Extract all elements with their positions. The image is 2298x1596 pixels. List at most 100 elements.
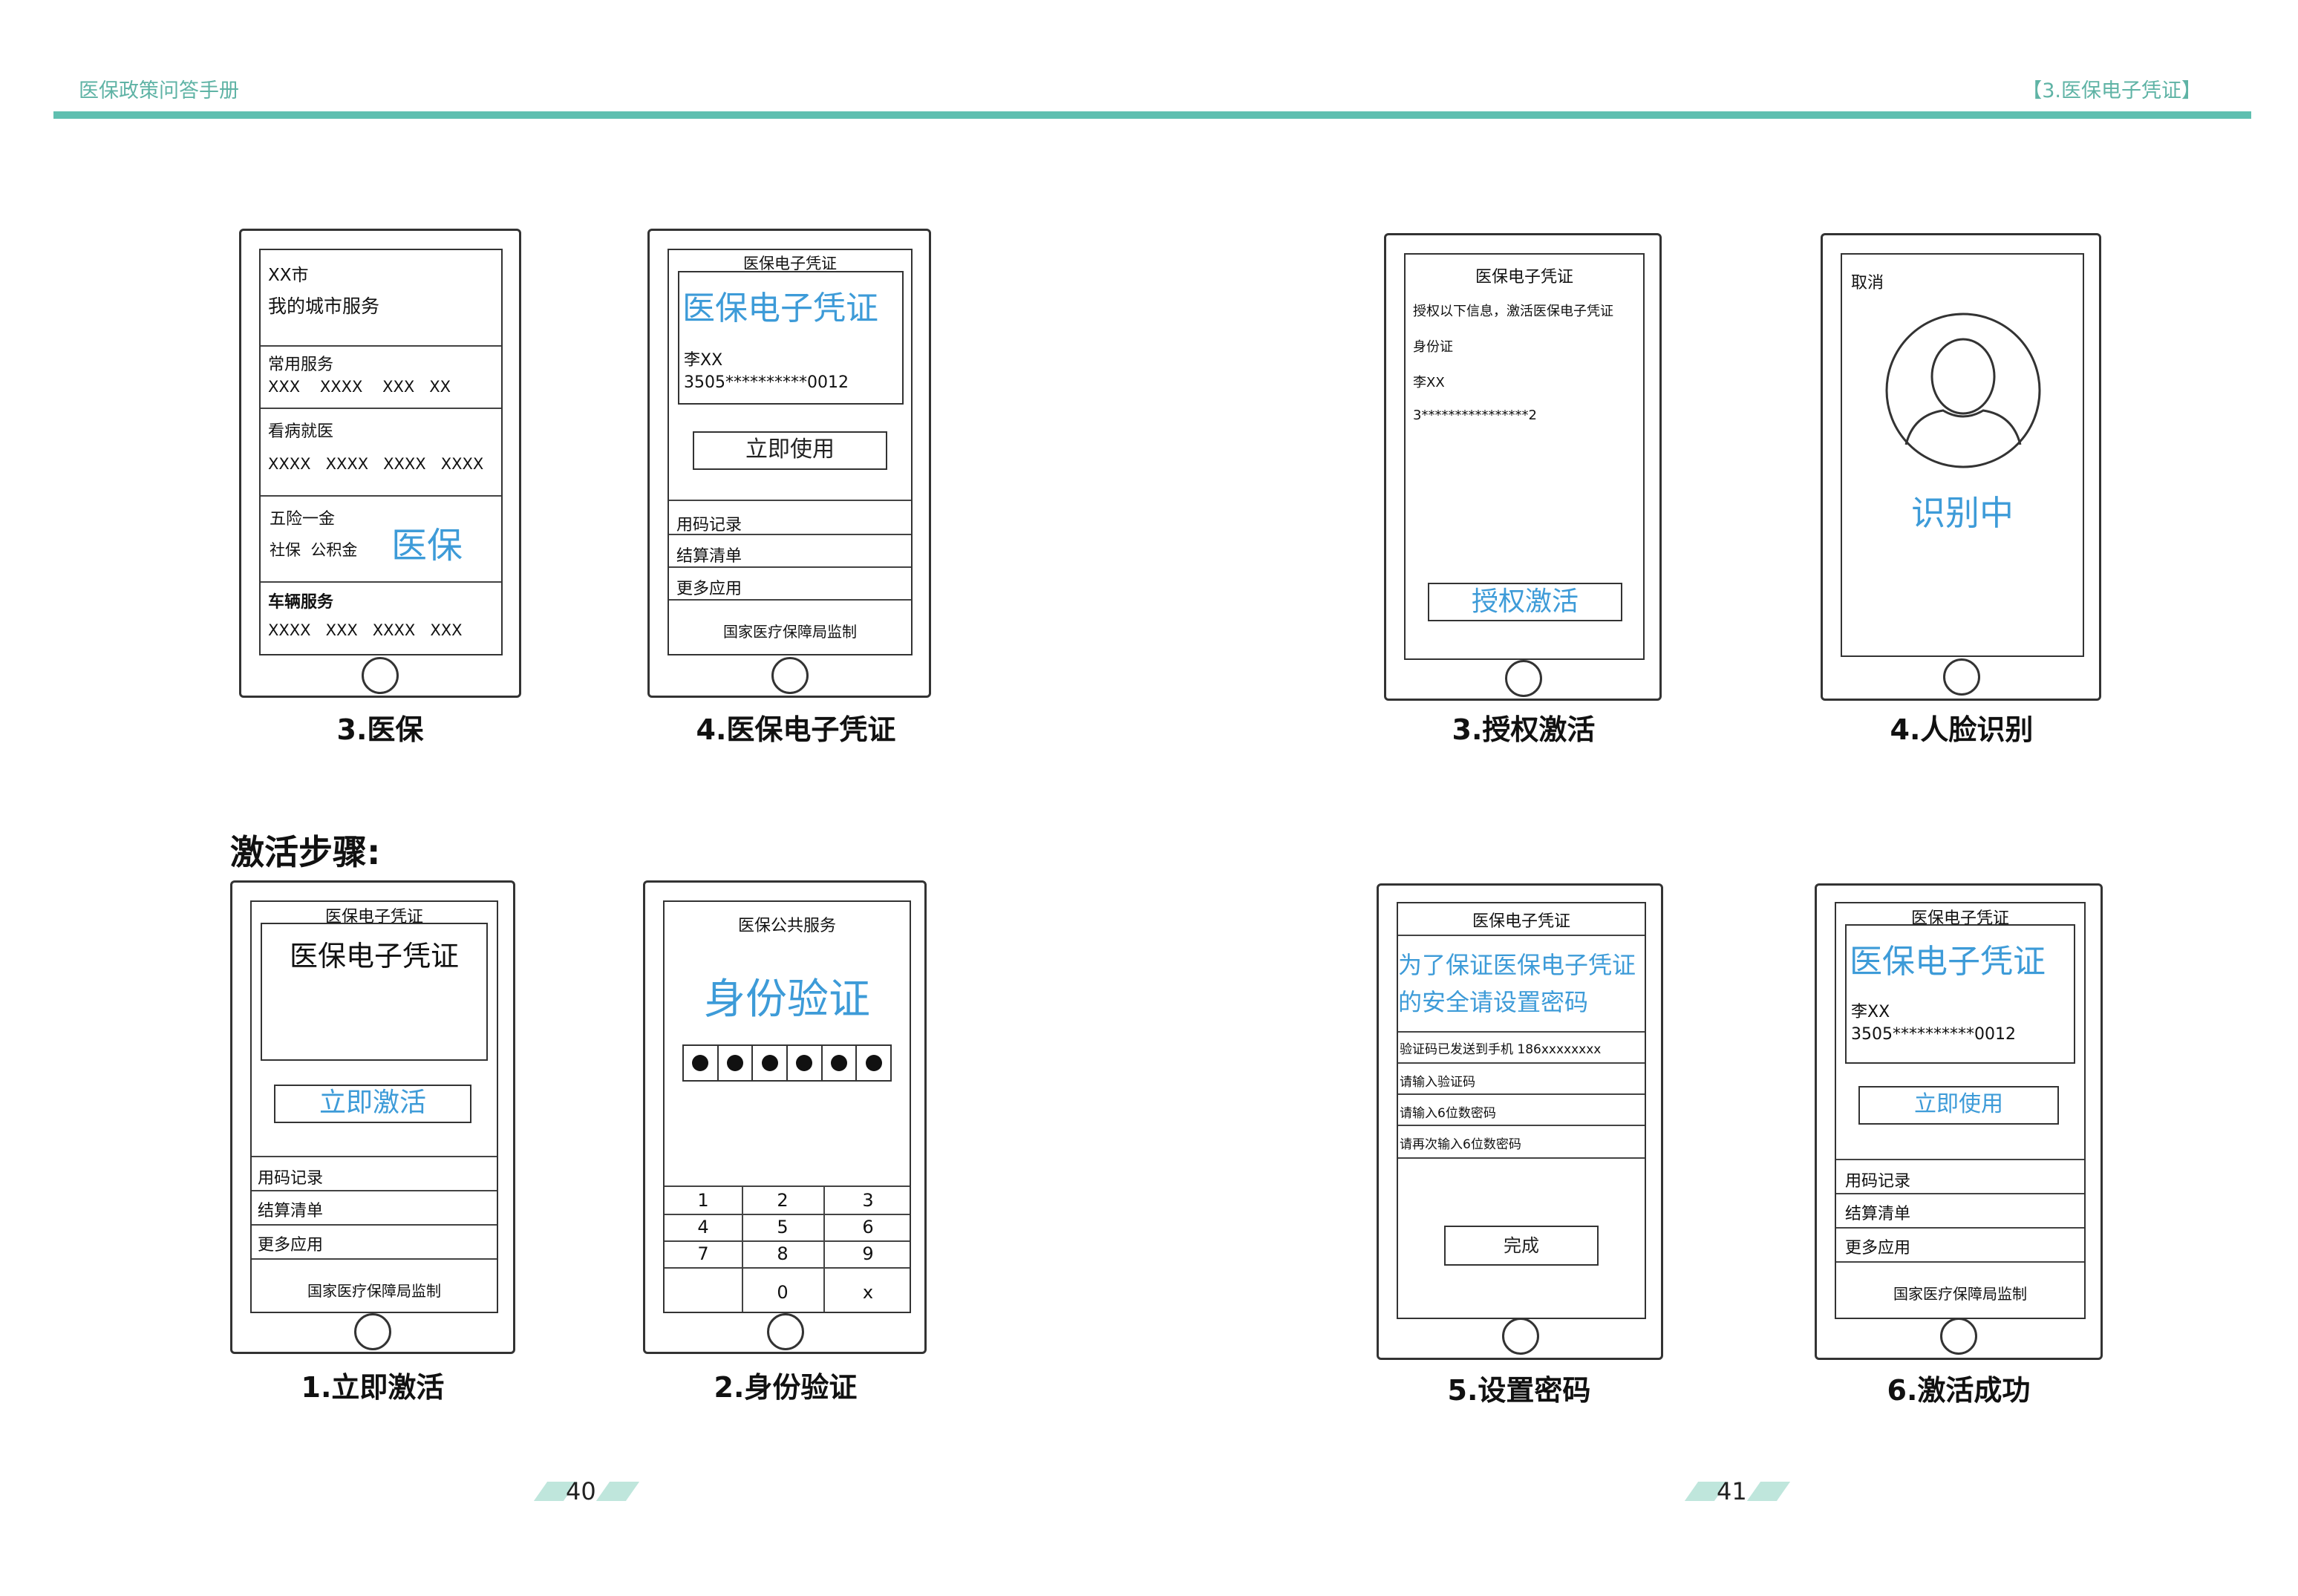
group-medical-title: 看病就医 [268, 422, 334, 441]
menu-code-records[interactable]: 用码记录 [258, 1169, 324, 1188]
verify-heading: 身份验证 [704, 975, 870, 1024]
key-0[interactable]: 0 [777, 1282, 789, 1303]
caption-step: 4.医保电子凭证 [696, 713, 896, 746]
sms-sent-notice: 验证码已发送到手机 186xxxxxxxx [1400, 1042, 1602, 1057]
home-button[interactable] [771, 657, 809, 694]
card-id: 3505**********0012 [1851, 1025, 2016, 1044]
phone-screen: 医保电子凭证 医保电子凭证 李XX 3505**********0012 立即使… [667, 249, 913, 655]
auth-notice: 授权以下信息，激活医保电子凭证 [1413, 304, 1613, 319]
cancel-link[interactable]: 取消 [1851, 274, 1884, 292]
menu-code-records[interactable]: 用码记录 [1845, 1172, 1911, 1191]
page-number-decoration [1746, 1482, 1791, 1501]
screen-title: 医保电子凭证 [1475, 268, 1573, 287]
complete-button[interactable]: 完成 [1444, 1226, 1599, 1266]
phone-set-password: 医保电子凭证 为了保证医保电子凭证 的安全请设置密码 验证码已发送到手机 186… [1377, 883, 1663, 1360]
pin-dot [823, 1046, 858, 1080]
key-4[interactable]: 4 [697, 1217, 709, 1237]
menu-settlement-list[interactable]: 结算清单 [1845, 1205, 1911, 1223]
phone-authorize: 医保电子凭证 授权以下信息，激活医保电子凭证 身份证 李XX 3********… [1384, 233, 1662, 701]
activate-now-button[interactable]: 立即激活 [274, 1085, 471, 1123]
key-9[interactable]: 9 [862, 1243, 874, 1264]
auth-id-type: 身份证 [1413, 339, 1453, 355]
caption-step: 3.医保 [336, 713, 424, 746]
pin-input[interactable] [682, 1044, 892, 1082]
pin-dot [719, 1046, 754, 1080]
verification-code-field[interactable]: 请输入验证码 [1400, 1075, 1475, 1090]
menu-more-apps[interactable]: 更多应用 [1845, 1239, 1911, 1257]
recognition-status: 识别中 [1911, 493, 2014, 533]
menu-more-apps[interactable]: 更多应用 [676, 580, 742, 598]
password-field[interactable]: 请输入6位数密码 [1400, 1106, 1496, 1121]
menu-more-apps[interactable]: 更多应用 [258, 1236, 324, 1255]
caption-step: 3.授权激活 [1452, 713, 1596, 746]
menu-settlement-list[interactable]: 结算清单 [258, 1202, 324, 1220]
password-heading-2: 的安全请设置密码 [1398, 988, 1589, 1016]
caption-step: 5.设置密码 [1447, 1374, 1591, 1407]
home-button[interactable] [1505, 660, 1542, 697]
phone-activate-now: 医保电子凭证 医保电子凭证 立即激活 用码记录 结算清单 更多应用 国家医疗保障… [230, 880, 515, 1354]
auth-id-number: 3****************2 [1413, 408, 1537, 423]
use-now-button[interactable]: 立即使用 [693, 431, 887, 470]
city-label: XX市 [268, 266, 309, 285]
group-insurance-items[interactable]: 社保 公积金 [270, 541, 358, 559]
voucher-card: 医保电子凭证 李XX 3505**********0012 [1845, 924, 2075, 1064]
group-vehicle-items[interactable]: XXXX XXX XXXX XXX [268, 621, 463, 639]
group-insurance-title: 五险一金 [270, 510, 336, 529]
home-button[interactable] [1940, 1318, 1977, 1355]
card-title: 医保电子凭证 [1850, 943, 2046, 981]
key-3[interactable]: 3 [862, 1190, 874, 1211]
use-now-button[interactable]: 立即使用 [1858, 1086, 2059, 1125]
key-1[interactable]: 1 [697, 1190, 709, 1211]
caption-step: 1.立即激活 [301, 1371, 445, 1404]
group-vehicle-title: 车辆服务 [268, 593, 334, 612]
header-title: 医保政策问答手册 [79, 79, 239, 102]
key-8[interactable]: 8 [777, 1243, 789, 1264]
phone-city-service: XX市 我的城市服务 常用服务 XXX XXXX XXX XX 看病就医 XXX… [239, 229, 521, 698]
phone-screen: 医保电子凭证 医保电子凭证 立即激活 用码记录 结算清单 更多应用 国家医疗保障… [250, 900, 498, 1313]
page-number-decoration [595, 1482, 640, 1501]
voucher-card: 医保电子凭证 [261, 923, 488, 1061]
phone-screen: XX市 我的城市服务 常用服务 XXX XXXX XXX XX 看病就医 XXX… [259, 249, 503, 655]
caption-step: 4.人脸识别 [1890, 713, 2034, 746]
pin-dot [857, 1046, 890, 1080]
phone-face-recognition: 取消 识别中 [1821, 233, 2101, 701]
key-6[interactable]: 6 [862, 1217, 874, 1237]
pin-dot [753, 1046, 789, 1080]
caption-step: 6.激活成功 [1887, 1374, 2031, 1407]
pin-dot [788, 1046, 823, 1080]
card-title: 医保电子凭证 [289, 940, 459, 972]
medical-insurance-link[interactable]: 医保 [391, 525, 463, 566]
confirm-password-field[interactable]: 请再次输入6位数密码 [1400, 1137, 1521, 1152]
phone-screen: 取消 识别中 [1841, 253, 2084, 657]
numeric-keypad: 1 2 3 4 5 6 7 8 9 0 x [665, 1185, 910, 1312]
key-5[interactable]: 5 [777, 1217, 789, 1237]
card-name: 李XX [1851, 1003, 1890, 1021]
menu-code-records[interactable]: 用码记录 [676, 516, 742, 534]
key-7[interactable]: 7 [697, 1243, 709, 1264]
page-number-left: 40 [566, 1477, 596, 1505]
section-title: 激活步骤: [230, 832, 381, 872]
screen-title: 医保电子凭证 [743, 255, 837, 272]
card-name: 李XX [684, 351, 723, 370]
auth-name: 李XX [1413, 375, 1445, 390]
key-delete[interactable]: x [862, 1282, 874, 1303]
menu-settlement-list[interactable]: 结算清单 [676, 547, 742, 566]
phone-e-voucher: 医保电子凭证 医保电子凭证 李XX 3505**********0012 立即使… [647, 229, 931, 698]
phone-screen: 医保电子凭证 为了保证医保电子凭证 的安全请设置密码 验证码已发送到手机 186… [1397, 902, 1646, 1319]
home-button[interactable] [354, 1313, 391, 1350]
phone-identity-verify: 医保公共服务 身份验证 1 2 3 4 5 6 7 8 9 0 x [643, 880, 927, 1354]
group-common-items[interactable]: XXX XXXX XXX XX [268, 378, 451, 396]
home-button[interactable] [1943, 658, 1980, 696]
group-medical-items[interactable]: XXXX XXXX XXXX XXXX [268, 455, 484, 473]
home-button[interactable] [362, 657, 399, 694]
caption-step: 2.身份验证 [714, 1371, 858, 1404]
screen-title: 医保电子凭证 [1472, 912, 1570, 931]
page-number-right: 41 [1717, 1477, 1747, 1505]
home-button[interactable] [1502, 1318, 1539, 1355]
key-2[interactable]: 2 [777, 1190, 789, 1211]
card-id: 3505**********0012 [684, 373, 849, 392]
header-chapter: 【3.医保电子凭证】 [2022, 79, 2201, 102]
home-button[interactable] [767, 1313, 804, 1350]
authorize-activate-button[interactable]: 授权激活 [1428, 583, 1622, 621]
group-common-title: 常用服务 [268, 356, 334, 374]
